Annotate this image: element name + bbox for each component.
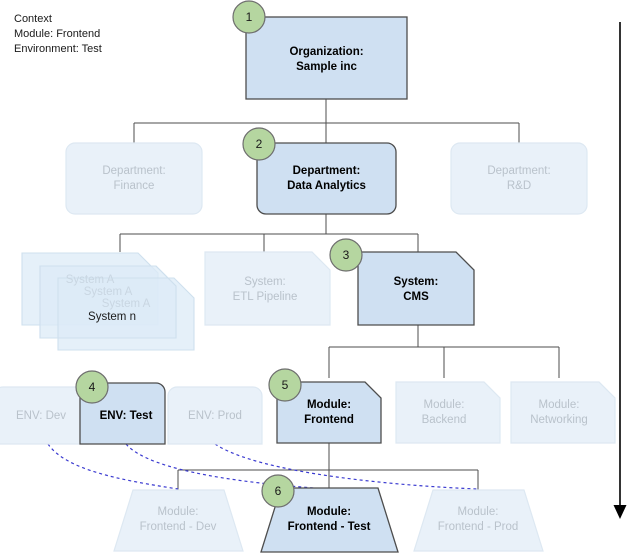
- assoc-dev: [47, 443, 179, 490]
- node-env-test-label: ENV: Test: [100, 410, 153, 422]
- assoc-prod: [214, 443, 479, 490]
- node-dept-rnd-line1: Department:: [487, 165, 550, 177]
- badge-4[interactable]: 4: [75, 370, 109, 404]
- node-dept-finance-line1: Department:: [102, 165, 165, 177]
- badge-1-label: 1: [246, 10, 253, 24]
- badge-4-label: 4: [89, 380, 96, 394]
- node-system-etl-pipeline[interactable]: System: ETL Pipeline: [204, 251, 331, 326]
- node-module-frontend[interactable]: Module: Frontend: [276, 381, 382, 444]
- node-module-frontend-line1: Module:: [307, 399, 351, 411]
- badge-6-label: 6: [275, 484, 282, 498]
- badge-3-label: 3: [343, 248, 350, 262]
- node-module-frontend-prod-line1: Module:: [458, 506, 499, 518]
- node-system-etl-line2: ETL Pipeline: [233, 291, 298, 303]
- node-module-backend-line1: Module:: [424, 399, 465, 411]
- node-module-frontend-test-line1: Module:: [307, 506, 351, 518]
- node-module-frontend-dev[interactable]: Module: Frontend - Dev: [113, 489, 244, 552]
- node-module-frontend-test-line2: Frontend - Test: [288, 521, 371, 533]
- node-module-backend[interactable]: Module: Backend: [395, 381, 501, 444]
- node-module-frontend-prod[interactable]: Module: Frontend - Prod: [413, 489, 544, 552]
- badge-3[interactable]: 3: [329, 238, 363, 272]
- badge-2[interactable]: 2: [242, 127, 276, 161]
- context-environment: Environment: Test: [14, 43, 102, 55]
- node-module-backend-line2: Backend: [422, 414, 467, 426]
- node-system-etl-line1: System:: [244, 276, 286, 288]
- node-system-cms-line2: CMS: [403, 291, 429, 303]
- node-module-networking[interactable]: Module: Networking: [510, 381, 616, 444]
- badge-2-label: 2: [256, 137, 263, 151]
- node-env-prod-label: ENV: Prod: [188, 410, 242, 422]
- node-system-stack-label-1: System A: [66, 274, 115, 286]
- badge-5-label: 5: [282, 378, 289, 392]
- node-system-stack-label-3: System A: [102, 298, 151, 310]
- node-system-cms[interactable]: System: CMS: [357, 251, 475, 326]
- badge-1[interactable]: 1: [232, 0, 266, 34]
- assoc-test: [125, 443, 330, 490]
- node-dept-finance[interactable]: Department: Finance: [65, 142, 203, 215]
- node-dept-data-analytics[interactable]: Department: Data Analytics: [256, 142, 397, 215]
- node-dept-data-analytics-line1: Department:: [293, 165, 361, 177]
- downward-flow-arrow: [613, 22, 627, 519]
- node-module-frontend-prod-line2: Frontend - Prod: [438, 521, 519, 533]
- node-system-stack-label-n: System n: [88, 311, 136, 323]
- node-organization[interactable]: Organization: Sample inc: [245, 16, 408, 100]
- node-module-frontend-line2: Frontend: [304, 414, 354, 426]
- badge-5[interactable]: 5: [268, 368, 302, 402]
- node-module-networking-line1: Module:: [539, 399, 580, 411]
- node-env-dev[interactable]: ENV: Dev: [0, 386, 89, 445]
- node-module-frontend-test[interactable]: Module: Frontend - Test: [260, 487, 399, 553]
- node-env-prod[interactable]: ENV: Prod: [167, 386, 263, 445]
- node-module-frontend-dev-line2: Frontend - Dev: [140, 521, 217, 533]
- node-env-dev-label: ENV: Dev: [16, 410, 66, 422]
- node-system-stack-label-2: System A: [84, 286, 133, 298]
- node-module-networking-line2: Networking: [530, 414, 588, 426]
- badge-6[interactable]: 6: [261, 474, 295, 508]
- node-system-cms-line1: System:: [394, 276, 439, 288]
- node-dept-data-analytics-line2: Data Analytics: [287, 180, 366, 192]
- context-title: Context: [14, 13, 52, 25]
- node-dept-rnd[interactable]: Department: R&D: [450, 142, 588, 215]
- node-system-stack[interactable]: System A System A System A System n: [21, 252, 195, 351]
- node-organization-line2: Sample inc: [296, 61, 357, 73]
- node-module-frontend-dev-line1: Module:: [158, 506, 199, 518]
- context-module: Module: Frontend: [14, 28, 101, 40]
- node-dept-finance-line2: Finance: [114, 180, 155, 192]
- node-organization-line1: Organization:: [289, 46, 363, 58]
- node-dept-rnd-line2: R&D: [507, 180, 531, 192]
- context-legend: Context Module: Frontend Environment: Te…: [14, 12, 102, 57]
